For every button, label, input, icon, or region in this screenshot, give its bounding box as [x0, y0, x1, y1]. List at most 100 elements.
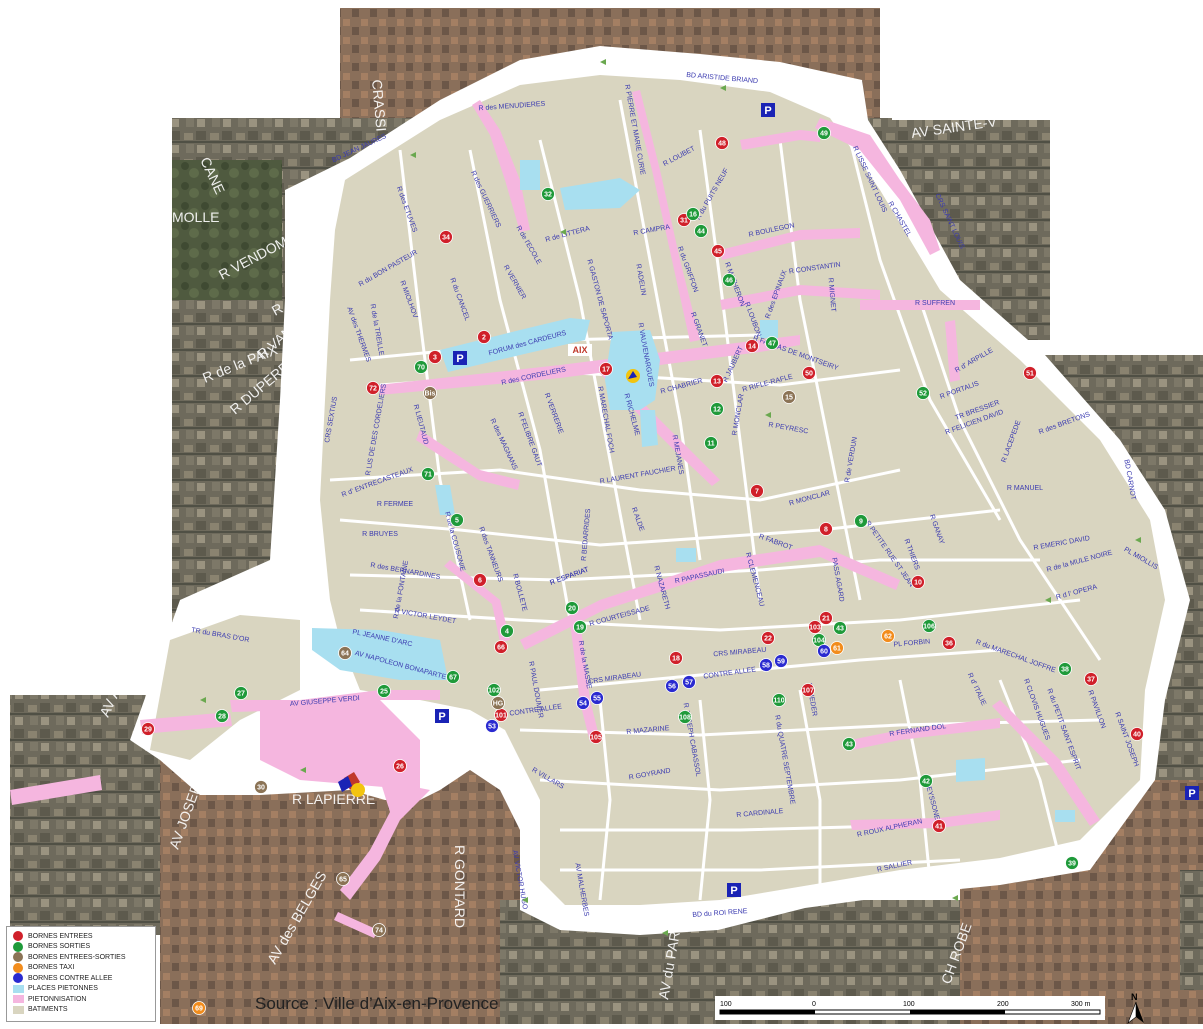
borne-marker[interactable]: 34 — [439, 230, 453, 244]
borne-marker[interactable]: 16 — [686, 207, 700, 221]
borne-marker[interactable]: 10 — [911, 575, 925, 589]
scale-tick-0: 100 — [720, 1001, 732, 1008]
borne-marker[interactable]: 51 — [1023, 366, 1037, 380]
street-label: R FERMEE — [377, 501, 414, 508]
street-label: PL FORBIN — [893, 638, 930, 648]
borne-number: 22 — [764, 636, 772, 643]
borne-marker[interactable]: 6 — [473, 573, 487, 587]
borne-marker[interactable]: 72 — [366, 381, 380, 395]
borne-marker[interactable]: 71 — [421, 467, 435, 481]
borne-marker[interactable]: 29 — [141, 722, 155, 736]
borne-marker[interactable]: 69 — [192, 1001, 206, 1015]
borne-marker[interactable]: 48 — [715, 136, 729, 150]
borne-number: 107 — [802, 688, 814, 695]
borne-marker[interactable]: 110 — [772, 693, 786, 707]
borne-number: 7 — [755, 489, 759, 496]
borne-marker[interactable]: 45 — [711, 244, 725, 258]
borne-number: 57 — [685, 680, 693, 687]
borne-marker[interactable]: 61 — [830, 641, 844, 655]
borne-marker[interactable]: 56 — [665, 679, 679, 693]
borne-marker[interactable]: 32 — [541, 187, 555, 201]
borne-number: 4 — [505, 629, 509, 636]
borne-marker[interactable]: 62 — [881, 629, 895, 643]
borne-marker[interactable]: 47 — [765, 336, 779, 350]
borne-marker[interactable]: 18 — [669, 651, 683, 665]
parking-label: P — [438, 711, 445, 723]
borne-marker[interactable]: 37 — [1084, 672, 1098, 686]
borne-marker[interactable]: 50 — [802, 366, 816, 380]
borne-marker[interactable]: 36 — [942, 636, 956, 650]
borne-marker[interactable]: 21 — [819, 611, 833, 625]
borne-marker[interactable]: 38 — [1058, 662, 1072, 676]
borne-marker[interactable]: 40 — [1130, 727, 1144, 741]
borne-marker[interactable]: 46 — [722, 273, 736, 287]
borne-marker[interactable]: 42 — [919, 774, 933, 788]
borne-marker[interactable]: 52 — [916, 386, 930, 400]
borne-marker[interactable]: 103 — [808, 620, 822, 634]
borne-marker[interactable]: 27 — [234, 686, 248, 700]
borne-marker[interactable]: 102 — [487, 683, 501, 697]
borne-number: 59 — [777, 659, 785, 666]
scale-tick-2: 100 — [903, 1001, 915, 1008]
borne-number: 42 — [922, 779, 930, 786]
borne-marker[interactable]: 11 — [704, 436, 718, 450]
borne-marker[interactable]: 12 — [710, 402, 724, 416]
borne-marker[interactable]: 44 — [694, 224, 708, 238]
borne-marker[interactable]: 43 — [833, 621, 847, 635]
borne-marker[interactable]: 26 — [393, 759, 407, 773]
source-credit: Source : Ville d’Aix-en-Provence — [255, 994, 499, 1013]
borne-marker[interactable]: 64 — [338, 646, 352, 660]
legend-swatch — [13, 984, 24, 993]
borne-marker[interactable]: Bis — [423, 386, 437, 400]
borne-marker[interactable]: 106 — [922, 619, 936, 633]
borne-marker[interactable]: 74 — [372, 923, 386, 937]
borne-marker[interactable]: 66 — [494, 640, 508, 654]
borne-number: 45 — [714, 249, 722, 256]
borne-marker[interactable]: 101 — [494, 708, 508, 722]
borne-marker[interactable]: 15 — [782, 390, 796, 404]
borne-marker[interactable]: 108 — [678, 710, 692, 724]
borne-marker[interactable]: 25 — [377, 684, 391, 698]
borne-number: 13 — [713, 379, 721, 386]
borne-number: 28 — [218, 714, 226, 721]
borne-marker[interactable]: 13 — [710, 374, 724, 388]
borne-marker[interactable]: 2 — [477, 330, 491, 344]
borne-marker[interactable]: 4 — [500, 624, 514, 638]
borne-marker[interactable]: 9 — [854, 514, 868, 528]
borne-marker[interactable]: 53 — [485, 719, 499, 733]
borne-marker[interactable]: 55 — [590, 691, 604, 705]
legend-swatch — [13, 931, 23, 942]
borne-number: 105 — [590, 735, 602, 742]
borne-marker[interactable]: 107 — [801, 683, 815, 697]
borne-marker[interactable]: 17 — [599, 362, 613, 376]
borne-marker[interactable]: 60 — [817, 644, 831, 658]
borne-marker[interactable]: 105 — [589, 730, 603, 744]
borne-marker[interactable]: 28 — [215, 709, 229, 723]
borne-marker[interactable]: 67 — [446, 670, 460, 684]
borne-marker[interactable]: 8 — [819, 522, 833, 536]
borne-marker[interactable]: 43 — [842, 737, 856, 751]
borne-marker[interactable]: 41 — [932, 819, 946, 833]
borne-marker[interactable]: 3 — [428, 350, 442, 364]
borne-number: 47 — [768, 341, 776, 348]
borne-marker[interactable]: 20 — [565, 601, 579, 615]
borne-number: 65 — [339, 877, 347, 884]
borne-marker[interactable]: 70 — [414, 360, 428, 374]
borne-number: 36 — [945, 641, 953, 648]
borne-marker[interactable]: 57 — [682, 675, 696, 689]
borne-marker[interactable]: 58 — [759, 658, 773, 672]
borne-marker[interactable]: 54 — [576, 696, 590, 710]
legend-swatch — [13, 962, 23, 973]
borne-marker[interactable]: 30 — [254, 780, 268, 794]
borne-marker[interactable]: 19 — [573, 620, 587, 634]
borne-marker[interactable]: 14 — [745, 339, 759, 353]
borne-marker[interactable]: 7 — [750, 484, 764, 498]
borne-marker[interactable]: 5 — [450, 513, 464, 527]
borne-marker[interactable]: 22 — [761, 631, 775, 645]
borne-marker[interactable]: 65 — [336, 872, 350, 886]
borne-marker[interactable]: 39 — [1065, 856, 1079, 870]
borne-marker[interactable]: 49 — [817, 126, 831, 140]
borne-marker[interactable]: 59 — [774, 654, 788, 668]
borne-marker[interactable]: HG — [491, 696, 505, 710]
